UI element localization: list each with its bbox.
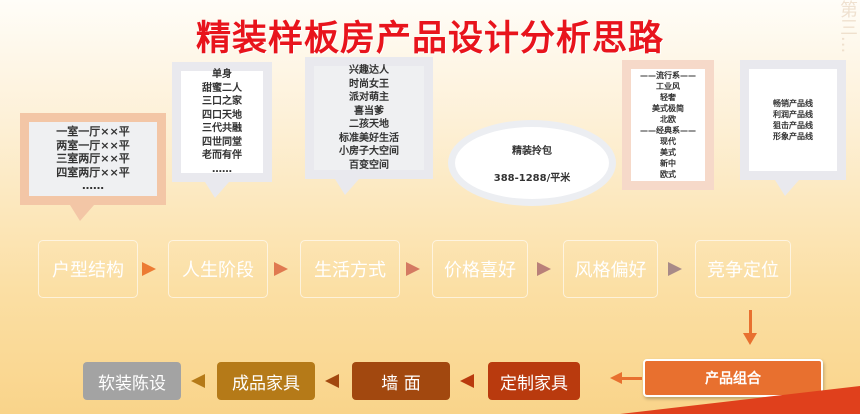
callout-lifestyle: 兴趣达人 时尚女王 派对萌主 喜当爹 二孩天地 标准美好生活 小房子大空间 百变… (305, 57, 433, 179)
arrow-left-icon (191, 374, 205, 388)
callout-line: …… (82, 179, 104, 193)
arrow-down-head-icon (743, 333, 757, 345)
page-title: 精装样板房产品设计分析思路 (195, 19, 664, 59)
callout-line: 二孩天地 (349, 119, 389, 130)
callout-line: 轻奢 (660, 93, 676, 102)
callout-line: 甜蜜二人 (202, 82, 242, 94)
callout-line: 标准美好生活 (339, 132, 399, 144)
callout-line: 现代 (660, 137, 676, 146)
callout-layout: 一室一厅××平 两室一厅××平 三室两厅××平 四室两厅××平 …… (20, 113, 166, 205)
callout-tail (70, 205, 94, 221)
callout-life-stage: 单身 甜蜜二人 三口之家 四口天地 三代共融 四世同堂 老而有伴 …… (172, 62, 272, 182)
callout-line: 三室两厅××平 (56, 152, 130, 166)
callout-line: 工业风 (656, 82, 680, 91)
callout-line: 欧式 (660, 170, 676, 179)
callout-line: 利润产品线 (773, 110, 813, 119)
callout-line: 北欧 (660, 115, 676, 124)
callout-line: 派对萌主 (349, 92, 389, 103)
arrow-right-icon (406, 262, 420, 276)
callout-line: 新中 (660, 159, 676, 168)
callout-line: 百变空间 (349, 159, 389, 171)
callout-line: 狙击产品线 (773, 121, 813, 130)
step-price: 价格喜好 (432, 240, 528, 298)
callout-line: 兴趣达人 (349, 65, 389, 76)
watermark: 第三... (837, 0, 858, 54)
callout-style: ——流行系—— 工业风 轻奢 美式极简 北欧 ——经典系—— 现代 美式 新中 … (622, 60, 714, 190)
callout-line: 单身 (212, 69, 232, 80)
corner-decoration (620, 386, 860, 414)
callout-line: 三代共融 (202, 123, 242, 134)
callout-line: 小房子大空间 (339, 146, 399, 157)
step-layout: 户型结构 (38, 240, 138, 298)
callout-line: …… (212, 163, 232, 175)
arrow-right-icon (668, 262, 682, 276)
callout-line: 四室两厅××平 (56, 165, 130, 179)
callout-competition: 畅销产品线 利润产品线 狙击产品线 形象产品线 (740, 60, 846, 180)
callout-tail (775, 180, 799, 196)
callout-line: 美式极简 (652, 104, 684, 113)
arrow-right-icon (274, 262, 288, 276)
bottom-custom-furniture: 定制家具 (488, 362, 580, 400)
callout-line: 喜当爹 (354, 105, 384, 117)
bottom-soft-decoration: 软装陈设 (83, 362, 181, 400)
price-package-name: 精装拎包 (512, 146, 552, 157)
callout-line: 两室一厅××平 (56, 138, 130, 152)
callout-tail (205, 182, 229, 198)
callout-line: 时尚女王 (349, 78, 389, 90)
callout-tail (335, 179, 359, 195)
callout-line: ——经典系—— (640, 126, 696, 135)
callout-line: 四世同堂 (202, 136, 242, 148)
arrow-right-icon (142, 262, 156, 276)
callout-line: 四口天地 (202, 109, 242, 121)
arrow-right-icon (537, 262, 551, 276)
callout-price: 精装拎包 388-1288/平米 (448, 120, 616, 206)
arrow-down-icon (749, 310, 752, 335)
step-style: 风格偏好 (563, 240, 658, 298)
step-competition: 竞争定位 (695, 240, 791, 298)
callout-line: 老而有伴 (202, 150, 242, 161)
arrow-left-icon (460, 374, 474, 388)
callout-line: 一室一厅××平 (56, 125, 130, 139)
arrow-left-head-icon (610, 372, 622, 384)
bottom-finished-furniture: 成品家具 (217, 362, 315, 400)
step-life-stage: 人生阶段 (168, 240, 268, 298)
arrow-left-icon (620, 377, 642, 380)
bottom-walls: 墙 面 (352, 362, 450, 400)
callout-line: 畅销产品线 (773, 99, 813, 108)
arrow-left-icon (325, 374, 339, 388)
price-range: 388-1288/平米 (493, 173, 571, 184)
callout-line: 形象产品线 (773, 132, 813, 141)
callout-line: ——流行系—— (640, 71, 696, 80)
callout-line: 三口之家 (202, 96, 242, 107)
step-lifestyle: 生活方式 (300, 240, 400, 298)
callout-line: 美式 (660, 148, 676, 157)
